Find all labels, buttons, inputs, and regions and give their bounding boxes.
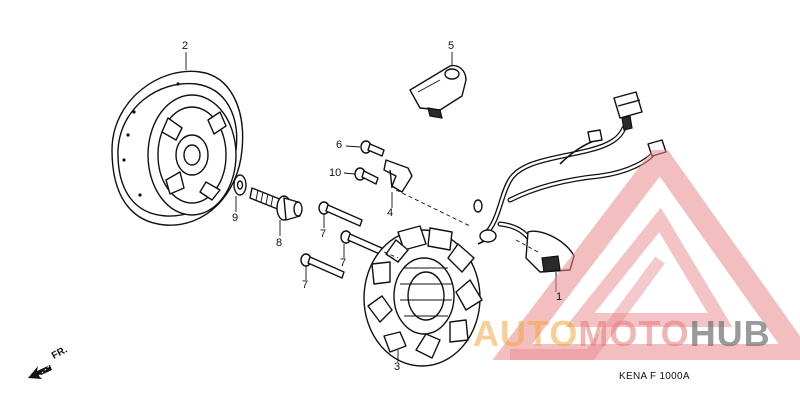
callout-2: 2 (182, 40, 189, 52)
callout-3: 3 (394, 361, 401, 373)
flange-bolt (249, 187, 303, 221)
wiring-harness (473, 91, 667, 273)
watermark-brand-text: AUTOMOTOHUB (473, 316, 771, 352)
callout-7-lower: 7 (302, 279, 309, 291)
callout-6: 6 (336, 139, 343, 151)
small-bolts (354, 140, 385, 185)
watermark-text-moto: MOTO (578, 313, 690, 354)
watermark-text-hub: HUB (689, 313, 771, 354)
wire-clamp-bracket (383, 159, 413, 193)
callout-9: 9 (232, 212, 239, 224)
callout-8: 8 (276, 237, 283, 249)
watermark-text-auto: AUTO (473, 313, 579, 354)
washer (233, 174, 247, 196)
flywheel-rotor (111, 70, 244, 226)
watermark-logo-triangle (492, 150, 800, 360)
callout-7-middle: 7 (340, 257, 347, 269)
callout-5: 5 (448, 40, 455, 52)
front-direction-arrow-icon (28, 364, 52, 379)
callout-1: 1 (556, 291, 563, 303)
callout-7-upper: 7 (320, 228, 327, 240)
callout-4: 4 (387, 207, 394, 219)
callout-10: 10 (329, 167, 342, 179)
wire-grommet (409, 64, 467, 119)
assembly-alignment-lines (383, 189, 539, 259)
stator-coil-assembly (363, 225, 483, 367)
diagram-code: KENA F 1000A (619, 371, 690, 382)
